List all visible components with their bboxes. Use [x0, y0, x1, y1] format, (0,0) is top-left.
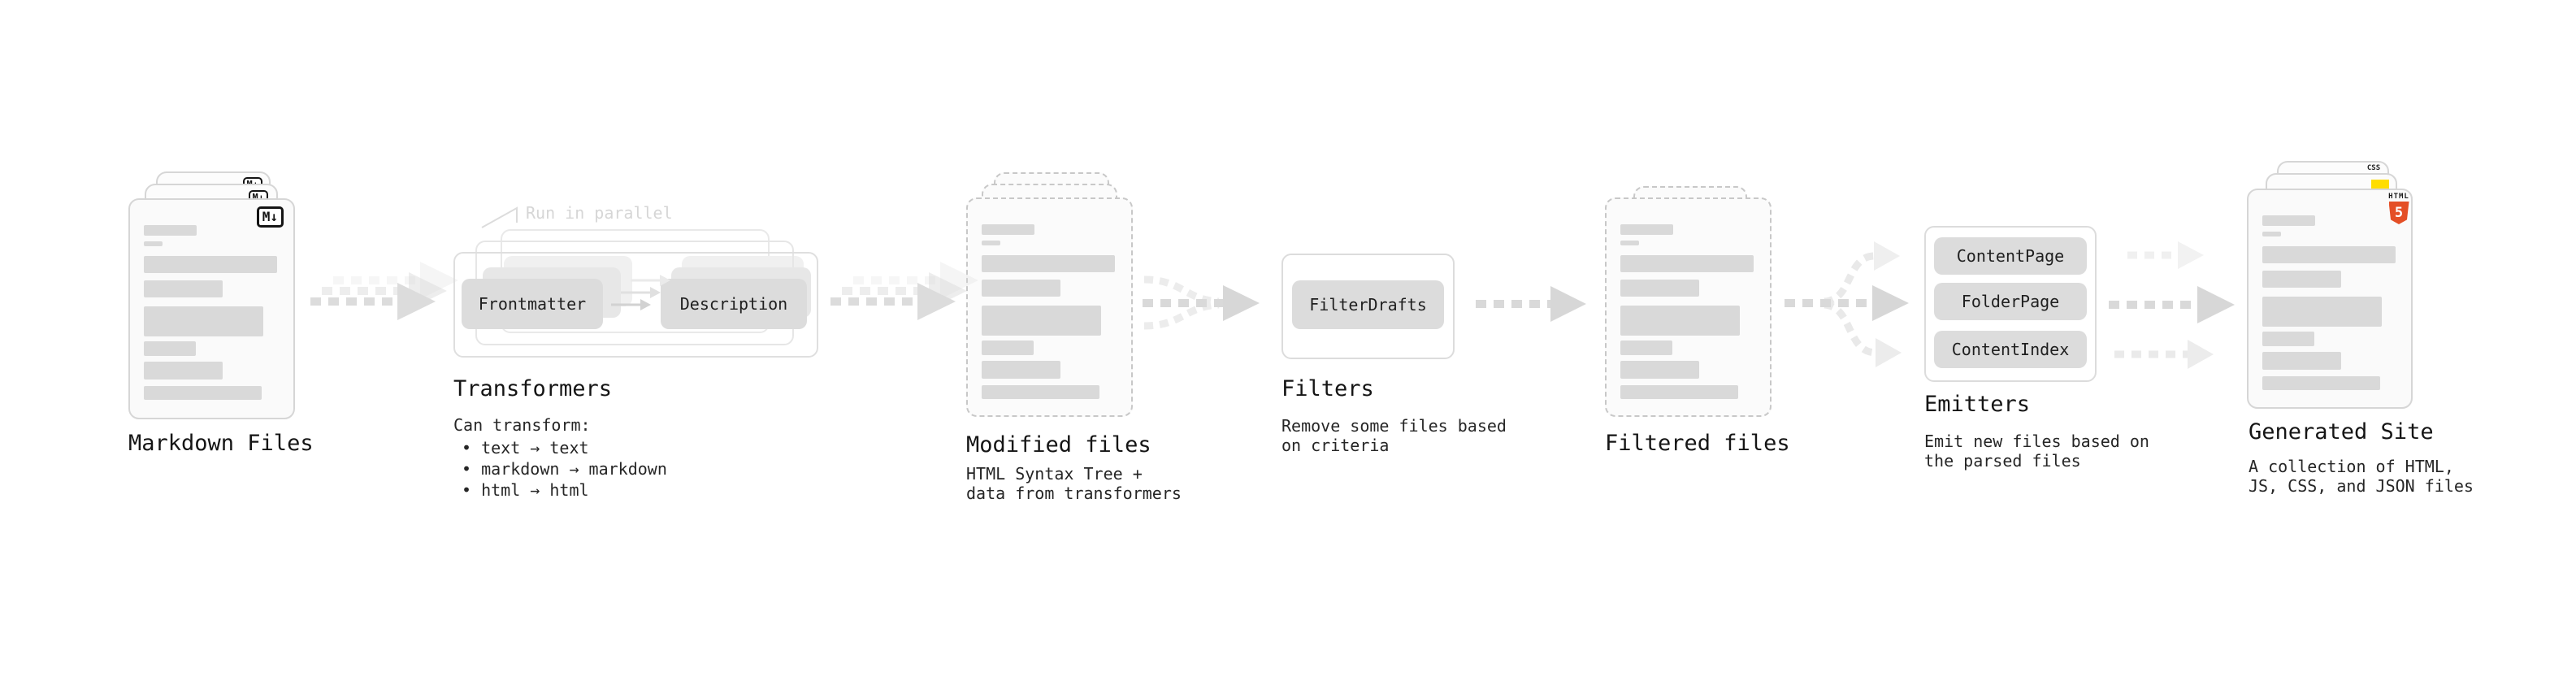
generated-file-card-front: HTML 5 — [2247, 189, 2413, 409]
bullet-item: markdown → markdown — [462, 458, 667, 479]
doc-text-bar — [2262, 332, 2314, 346]
doc-text-bar — [144, 341, 196, 356]
transformer-pill-description: Description — [661, 279, 807, 329]
transformer-pill-frontmatter: Frontmatter — [462, 279, 603, 329]
filtered-file-card-front — [1605, 197, 1772, 417]
doc-text-bar — [1620, 385, 1738, 399]
html5-icon: HTML 5 — [2380, 193, 2418, 224]
js-badge — [2371, 180, 2389, 189]
emitter-pill-contentindex: ContentIndex — [1934, 331, 2087, 368]
doc-text-bar — [1620, 224, 1673, 235]
doc-text-bar — [144, 225, 197, 236]
stage-label-modified-files: Modified files — [966, 432, 1151, 458]
doc-text-bar — [2262, 297, 2382, 327]
doc-text-bar — [144, 362, 223, 380]
modified-file-card-front — [966, 197, 1133, 417]
run-in-parallel-annotation: Run in parallel — [526, 203, 673, 223]
doc-text-bar — [2262, 271, 2341, 288]
doc-text-bar — [2262, 246, 2396, 263]
doc-text-bar — [144, 386, 262, 400]
filters-desc: Remove some files based on criteria — [1281, 416, 1507, 455]
markdown-icon: M↓ — [256, 206, 284, 228]
doc-text-bar — [982, 385, 1099, 399]
stage-label-transformers: Transformers — [453, 376, 613, 401]
doc-text-bar — [2262, 352, 2341, 370]
css-badge-label: CSS — [2366, 164, 2381, 172]
stage-label-markdown-files: Markdown Files — [128, 431, 314, 456]
doc-text-bar — [1620, 340, 1672, 355]
doc-text-bar — [1620, 241, 1639, 245]
doc-text-bar — [982, 361, 1060, 379]
doc-text-bar — [1620, 255, 1754, 272]
doc-text-bar — [982, 280, 1060, 297]
html5-shield: 5 — [2388, 202, 2409, 224]
modified-files-desc: HTML Syntax Tree + data from transformer… — [966, 464, 1182, 503]
emitter-pill-folderpage: FolderPage — [1934, 283, 2087, 320]
doc-text-bar — [2262, 232, 2281, 236]
emitter-pill-contentpage: ContentPage — [1934, 237, 2087, 275]
doc-text-bar — [1620, 280, 1699, 297]
transformers-desc-title: Can transform: — [453, 415, 591, 435]
doc-text-bar — [2262, 215, 2315, 226]
doc-text-bar — [982, 306, 1101, 336]
doc-text-bar — [982, 340, 1034, 355]
emitters-desc: Emit new files based on the parsed files — [1924, 432, 2149, 471]
doc-text-bar — [1620, 306, 1740, 336]
arrow-emitters-to-generated — [2109, 241, 2235, 369]
html5-label: HTML — [2388, 193, 2409, 201]
arrow-modified-to-filters — [1143, 275, 1260, 330]
annotation-leader-line — [481, 206, 518, 228]
arrow-filtered-to-emitters — [1785, 241, 1909, 367]
doc-text-bar — [2262, 376, 2380, 390]
arrow-filters-to-filtered — [1476, 286, 1586, 322]
doc-text-bar — [982, 241, 1000, 245]
doc-text-bar — [144, 306, 263, 336]
markdown-file-card-front: M↓ — [128, 198, 295, 419]
css-badge: CSS — [2366, 164, 2381, 172]
stage-label-filters: Filters — [1281, 376, 1374, 401]
doc-text-bar — [982, 255, 1115, 272]
doc-text-bar — [144, 256, 277, 273]
stage-label-filtered-files: Filtered files — [1605, 431, 1790, 456]
stage-label-generated-site: Generated Site — [2249, 419, 2434, 445]
transformers-bullet-list: text → text markdown → markdown html → h… — [462, 437, 667, 501]
doc-text-bar — [144, 241, 163, 246]
doc-text-bar — [144, 280, 223, 297]
doc-text-bar — [982, 224, 1034, 235]
bullet-item: html → html — [462, 479, 667, 501]
arrow-transformers-to-modified — [830, 262, 978, 320]
doc-text-bar — [1620, 361, 1699, 379]
filter-pill-filterdrafts: FilterDrafts — [1292, 280, 1444, 329]
generated-site-desc: A collection of HTML, JS, CSS, and JSON … — [2249, 457, 2474, 496]
bullet-item: text → text — [462, 437, 667, 458]
stage-label-emitters: Emitters — [1924, 392, 2031, 417]
arrow-markdown-to-transformers — [310, 262, 458, 320]
